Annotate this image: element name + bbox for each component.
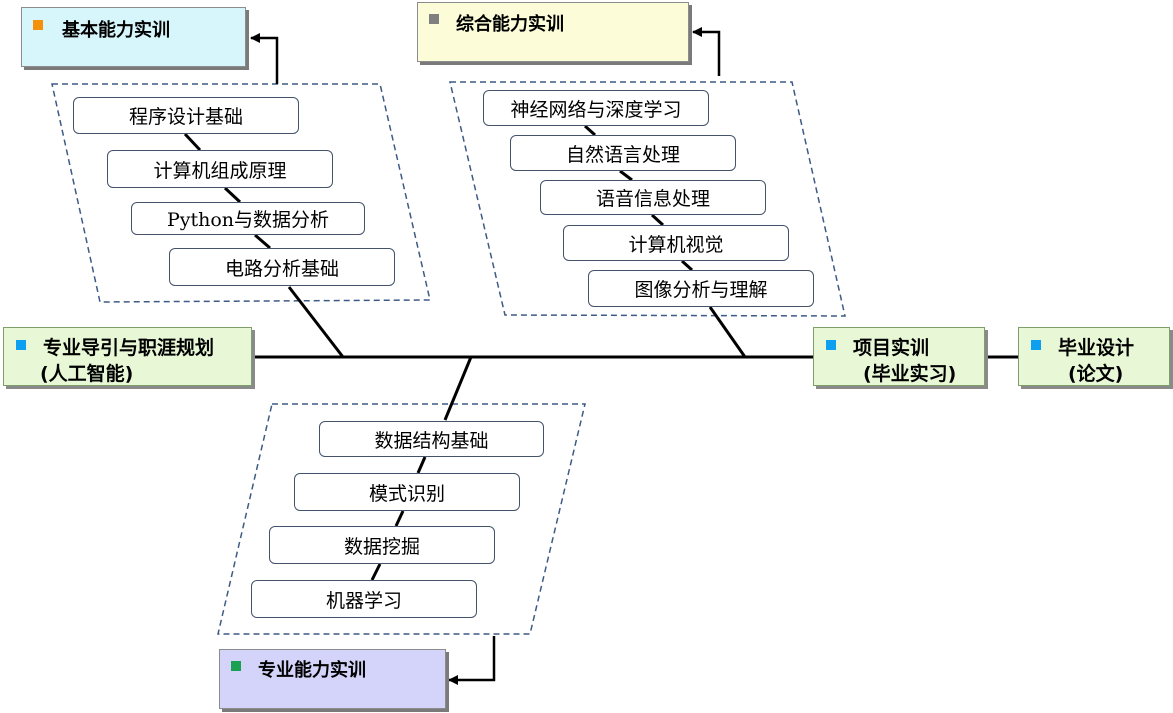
course-box: 程序设计基础 (73, 97, 299, 134)
intro-marker-icon (16, 340, 26, 350)
basic-title-arrow (250, 33, 279, 84)
professional-course-link (370, 563, 382, 581)
comprehensive-course-link (619, 169, 633, 182)
professional-branch-line (443, 356, 473, 421)
course-box: 语音信息处理 (540, 180, 766, 215)
project-node: 项目实训 (毕业实习) (813, 327, 985, 386)
basic-course-link (254, 233, 271, 250)
comprehensive-marker-icon (429, 14, 439, 24)
professional-group-outline (217, 403, 586, 635)
course-box: 模式识别 (294, 473, 520, 511)
project-node-title: 项目实训 (853, 337, 930, 359)
intro-node-title: 专业导引与职涯规划 (43, 337, 215, 359)
comprehensive-training-title: 综合能力实训 (456, 14, 564, 35)
course-box: Python与数据分析 (131, 202, 365, 235)
basic-training-title: 基本能力实训 (62, 20, 170, 41)
thesis-node-subtitle: (论文) (1068, 363, 1124, 385)
course-box: 电路分析基础 (169, 248, 395, 286)
course-box: 数据结构基础 (319, 421, 544, 457)
course-box: 计算机视觉 (563, 225, 789, 261)
thesis-node: 毕业设计 (论文) (1018, 327, 1170, 386)
course-box: 计算机组成原理 (107, 150, 333, 188)
comprehensive-group-outline (449, 81, 846, 317)
course-box: 数据挖掘 (269, 526, 495, 564)
professional-training-title: 专业能力实训 (258, 660, 366, 681)
professional-course-link (416, 456, 427, 474)
course-box: 神经网络与深度学习 (483, 90, 709, 126)
thesis-marker-icon (1031, 340, 1041, 350)
basic-training-title-box: 基本能力实训 (21, 7, 246, 67)
course-box: 自然语言处理 (510, 135, 736, 171)
comprehensive-branch-line (708, 306, 747, 358)
thesis-node-title: 毕业设计 (1058, 337, 1135, 359)
basic-group-outline (51, 83, 431, 303)
basic-course-link (223, 186, 242, 204)
professional-training-title-box: 专业能力实训 (219, 649, 446, 709)
comprehensive-training-title-box: 综合能力实训 (417, 2, 689, 62)
professional-marker-icon (231, 661, 241, 671)
comprehensive-course-link (583, 124, 597, 137)
comprehensive-title-arrow (692, 27, 721, 76)
basic-branch-line (287, 286, 345, 358)
comprehensive-course-link (650, 213, 665, 227)
basic-marker-icon (33, 20, 43, 30)
professional-course-link (394, 510, 405, 527)
course-box: 机器学习 (251, 580, 477, 618)
project-node-subtitle: (毕业实习) (863, 363, 957, 385)
basic-course-link (183, 132, 202, 152)
comprehensive-course-link (680, 259, 694, 272)
professional-title-arrow (448, 636, 496, 685)
intro-node: 专业导引与职涯规划 (人工智能) (3, 327, 252, 386)
project-marker-icon (826, 340, 836, 350)
intro-node-subtitle: (人工智能) (40, 363, 134, 385)
course-box: 图像分析与理解 (588, 270, 814, 307)
